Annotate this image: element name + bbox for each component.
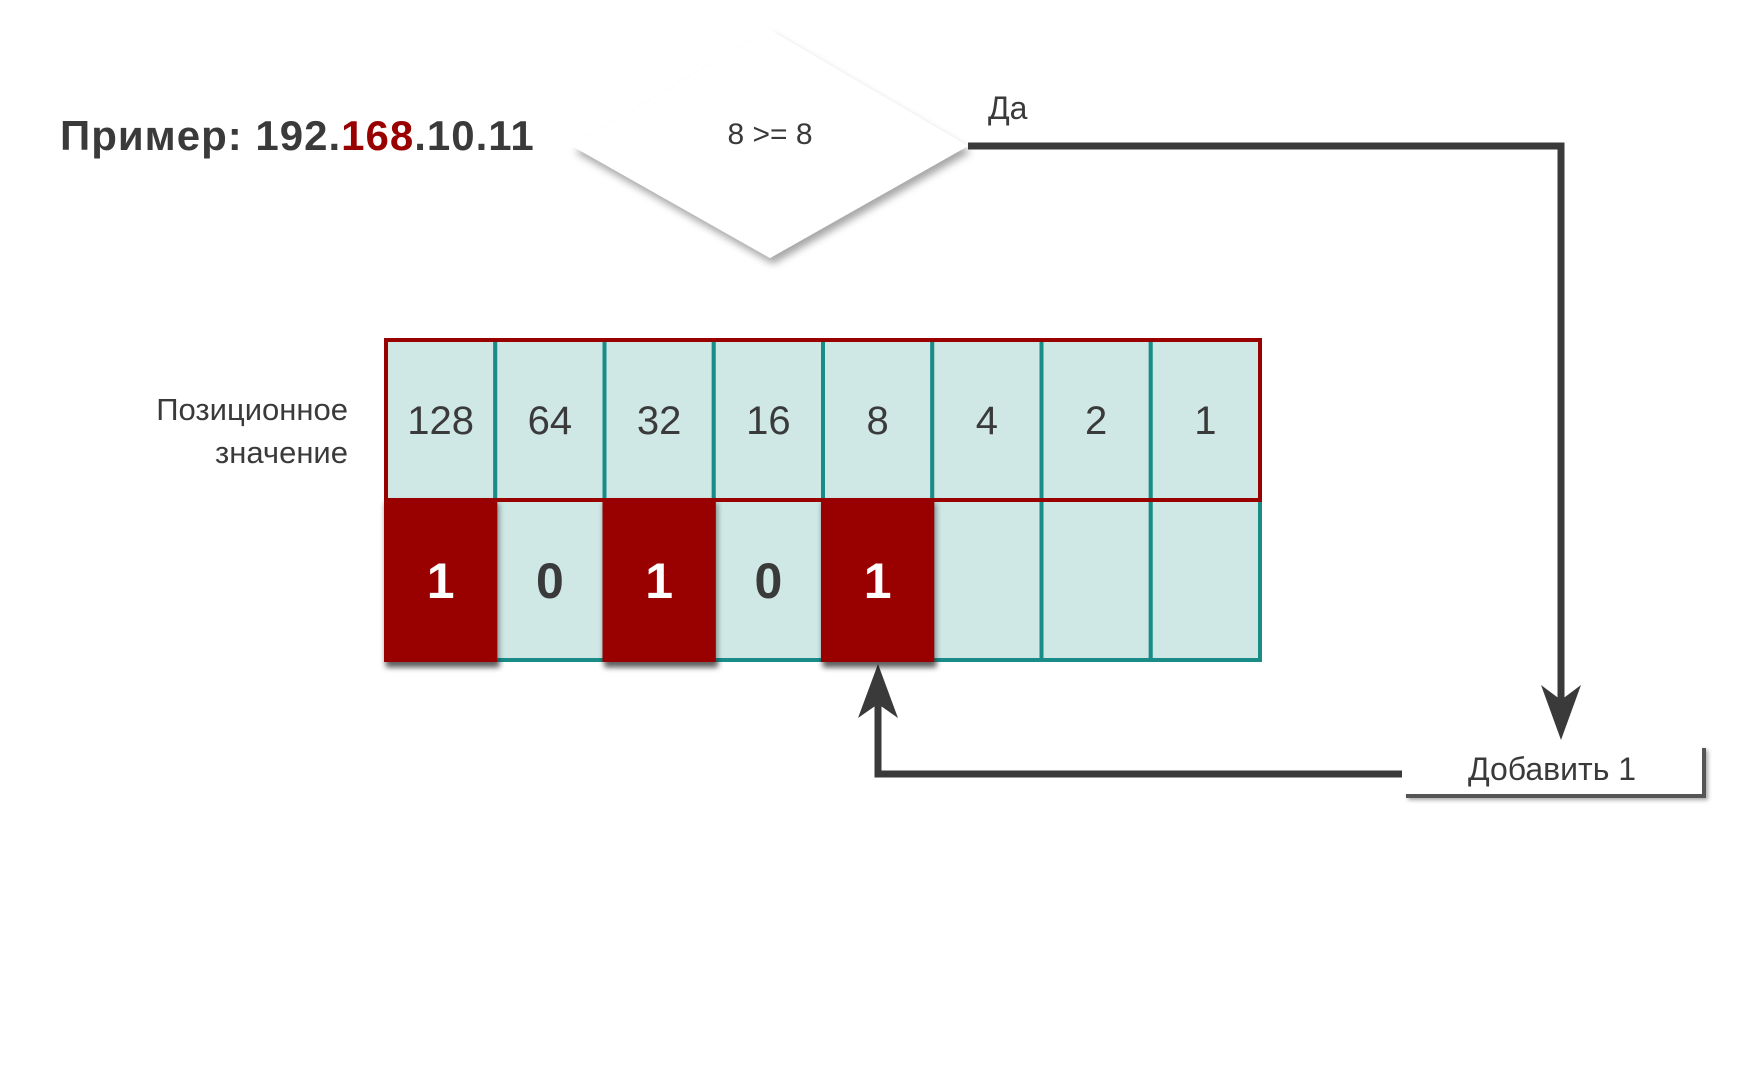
return-arrow xyxy=(874,700,1402,778)
yes-arrowhead xyxy=(1541,685,1581,740)
bit-value-text: 0 xyxy=(754,553,782,609)
bit-cell-set-overlay xyxy=(602,498,716,662)
positional-value-text: 64 xyxy=(528,399,573,443)
return-arrowhead xyxy=(858,664,898,718)
positional-value-row: 128 64 32 16 8 4 2 1 xyxy=(384,338,1262,502)
bit-value-text: 1 xyxy=(427,553,455,609)
yes-label: Да xyxy=(988,90,1028,126)
example-prefix: Пример: xyxy=(60,112,256,159)
positional-value-text: 1 xyxy=(1194,399,1216,443)
bit-cell xyxy=(930,498,1044,662)
ip-remaining-octets: .10.11 xyxy=(414,112,535,159)
bit-cell-set-overlay xyxy=(821,498,935,662)
positional-value-label: Позиционное значение xyxy=(120,388,348,474)
positional-value-label-line2: значение xyxy=(215,435,348,470)
positional-value-text: 16 xyxy=(746,399,791,443)
bit-cell xyxy=(711,498,825,662)
positional-value-text: 32 xyxy=(637,399,682,443)
decision-condition: 8 >= 8 xyxy=(727,118,813,151)
positional-value-text: 2 xyxy=(1085,399,1107,443)
bit-value-text: 0 xyxy=(536,553,564,609)
bit-cell xyxy=(1039,498,1153,662)
bit-cell xyxy=(1148,498,1262,662)
bit-row: 1 0 1 0 1 xyxy=(384,498,1262,662)
positional-row-outline xyxy=(384,338,1262,502)
positional-value-text: 8 xyxy=(867,399,889,443)
example-title: Пример: 192.168.10.11 xyxy=(60,112,535,160)
bit-value-text: 1 xyxy=(864,553,892,609)
bit-value-text: 1 xyxy=(645,553,673,609)
ip-highlighted-octet: 168 xyxy=(341,112,415,159)
yes-arrow xyxy=(968,142,1565,715)
ip-octet-1: 192. xyxy=(255,112,342,159)
decision-diamond xyxy=(572,30,968,258)
add-one-box: Добавить 1 xyxy=(1402,744,1702,794)
positional-value-text: 128 xyxy=(407,399,474,443)
positional-value-text: 4 xyxy=(976,399,998,443)
positional-value-cell xyxy=(384,338,498,502)
positional-value-label-line1: Позиционное xyxy=(156,392,348,427)
